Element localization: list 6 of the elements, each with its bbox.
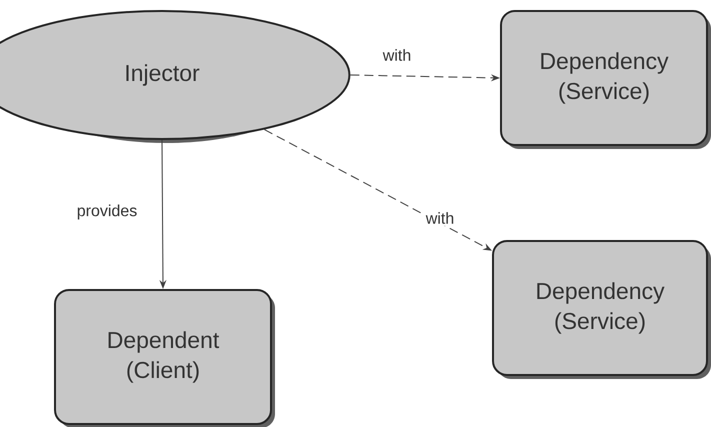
edge-label: with <box>424 210 456 226</box>
rounded-box: Dependency (Service) <box>500 10 711 149</box>
rounded-box: Dependent (Client) <box>54 289 275 427</box>
edge-label: with <box>380 47 414 63</box>
rounded-box: Dependency (Service) <box>492 240 711 379</box>
edge-label: provides <box>74 202 140 222</box>
